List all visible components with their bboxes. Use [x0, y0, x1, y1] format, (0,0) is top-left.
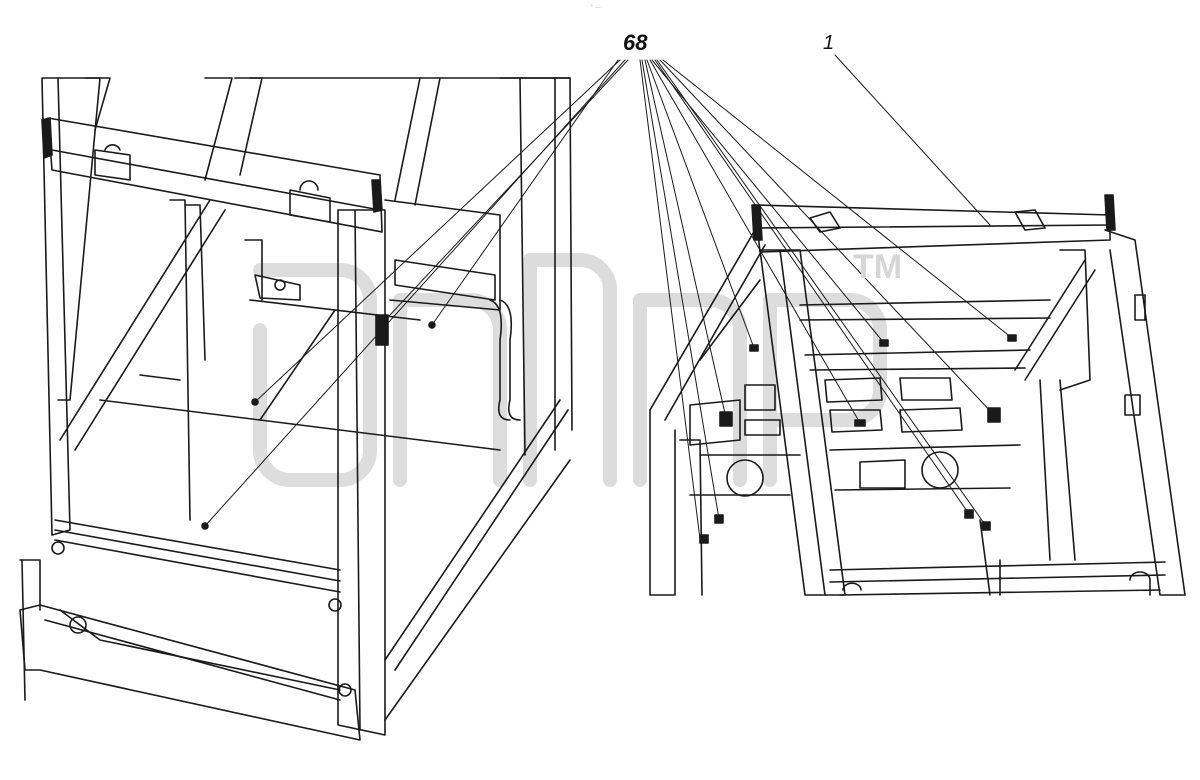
leader-line-1: [834, 54, 991, 226]
leader-lines-68: [204, 59, 1013, 540]
right-cab-frame-view: [649, 194, 1186, 596]
callout-1: 1: [823, 32, 835, 54]
header-mark: ° —: [590, 4, 601, 11]
watermark-logo: [253, 253, 887, 487]
left-cab-frame-view: [19, 77, 573, 741]
watermark-text: ТМ: [853, 248, 903, 286]
callout-68: 68: [623, 30, 648, 55]
